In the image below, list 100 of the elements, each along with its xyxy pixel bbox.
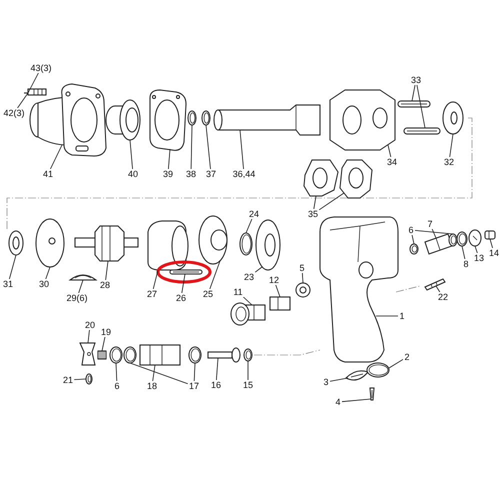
callout-number: 28 xyxy=(98,280,112,290)
end-plate-drawing xyxy=(198,216,228,264)
callout-number: 27 xyxy=(146,289,158,299)
ring-drawing xyxy=(456,232,468,246)
callout-number: 18 xyxy=(146,381,158,391)
callout-number: 5 xyxy=(298,263,306,273)
callout-number: 17 xyxy=(188,381,200,391)
callout-number: 14 xyxy=(488,248,500,258)
anvil-drawing xyxy=(214,104,320,136)
callout-number: 26 xyxy=(174,293,188,303)
callout-number: 1 xyxy=(398,311,406,321)
leader-line xyxy=(209,260,220,290)
callout-number: 12 xyxy=(268,275,280,285)
leader-line xyxy=(181,274,186,294)
leader-line xyxy=(88,330,90,344)
leader-line xyxy=(414,230,454,234)
leader-line xyxy=(78,280,84,294)
leader-line xyxy=(28,72,39,94)
plate-drawing xyxy=(346,370,368,380)
pin-drawing xyxy=(398,100,430,108)
ring-drawing xyxy=(296,282,310,298)
valve-drawing xyxy=(230,302,266,326)
o-ring-drawing xyxy=(244,348,252,362)
callout-number: 33 xyxy=(410,75,422,85)
leader-line xyxy=(45,266,50,280)
leader-line xyxy=(102,336,106,352)
leader-line xyxy=(116,362,118,382)
leader-line xyxy=(130,140,133,170)
reverse-knob-drawing xyxy=(79,342,96,366)
cylinder-drawing xyxy=(148,220,188,270)
leader-line xyxy=(436,286,440,292)
leader-line xyxy=(412,234,414,244)
bearing-drawing xyxy=(240,232,252,256)
callout-number: 15 xyxy=(242,380,254,390)
leader-line xyxy=(490,238,493,248)
o-ring-drawing xyxy=(188,346,202,364)
spring-drawing xyxy=(98,350,106,360)
o-ring-drawing xyxy=(188,110,196,126)
leader-line xyxy=(17,92,28,108)
callout-number: 22 xyxy=(436,292,450,302)
leader-line xyxy=(194,362,196,382)
leader-line xyxy=(412,84,416,102)
callout-number: 3 xyxy=(322,377,330,387)
callout-number: 20 xyxy=(84,320,96,330)
pin-drawing xyxy=(170,270,202,274)
leader-line xyxy=(388,144,392,158)
bearing-drawing xyxy=(8,230,24,256)
vane-drawing xyxy=(70,274,96,280)
o-ring-drawing xyxy=(410,244,418,254)
o-ring-drawing xyxy=(124,346,136,364)
leader-line xyxy=(318,192,344,210)
leader-line xyxy=(254,266,262,273)
tool-housing-drawing xyxy=(320,216,398,362)
leader-line xyxy=(416,84,426,128)
bushing-drawing xyxy=(106,100,140,140)
callout-number: 8 xyxy=(462,259,470,269)
callout-number: 24 xyxy=(248,209,260,219)
inlet-drawing xyxy=(366,362,390,378)
leader-line xyxy=(105,260,108,280)
hammer-drawing xyxy=(339,160,373,198)
pin-drawing xyxy=(404,128,440,134)
callout-number: 39 xyxy=(162,169,174,179)
callout-number: 38 xyxy=(184,169,198,179)
leader-line xyxy=(242,296,252,306)
callout-number: 30 xyxy=(38,279,50,289)
callout-number: 2 xyxy=(403,352,411,362)
callout-number: 11 xyxy=(232,287,244,297)
disc-drawing xyxy=(468,230,482,246)
leader-line xyxy=(302,272,304,284)
pin-drawing xyxy=(86,374,92,384)
callout-number: 19 xyxy=(100,327,112,337)
leader-line xyxy=(275,284,280,298)
screw-drawing xyxy=(424,278,446,291)
callout-number: 37 xyxy=(204,169,218,179)
leader-line xyxy=(190,124,192,170)
screw-drawing xyxy=(484,230,496,240)
leader-line xyxy=(474,246,478,254)
valve-bushing-drawing xyxy=(270,296,290,310)
leader-line xyxy=(130,362,188,384)
leader-line xyxy=(216,358,218,380)
leader-line xyxy=(341,398,372,402)
callout-number: 6 xyxy=(407,225,415,235)
callout-number: 40 xyxy=(126,169,140,179)
gasket-drawing xyxy=(150,90,186,151)
leader-line xyxy=(462,246,466,260)
callout-number: 7 xyxy=(426,219,434,229)
callout-number: 41 xyxy=(42,169,54,179)
callout-number: 16 xyxy=(210,380,222,390)
gasket-drawing xyxy=(256,220,280,270)
rotor-drawing xyxy=(74,226,138,262)
leader-line xyxy=(313,196,316,210)
hammer-cage-drawing xyxy=(330,90,396,150)
leader-line xyxy=(206,124,211,170)
leader-line xyxy=(388,358,404,368)
sleeve-drawing xyxy=(424,233,453,255)
leader-line xyxy=(168,148,170,170)
leader-line xyxy=(240,130,244,170)
valve-stem-drawing xyxy=(208,348,240,362)
callout-number: 34 xyxy=(386,157,398,167)
reverse-valve-drawing xyxy=(140,344,180,366)
